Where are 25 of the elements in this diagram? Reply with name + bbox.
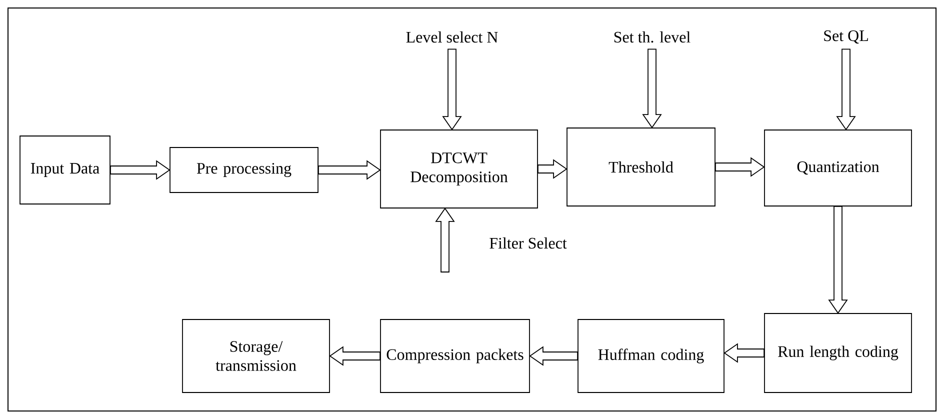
block-arrow bbox=[110, 160, 170, 180]
input-label: Level select N bbox=[406, 31, 498, 43]
input-label: Set QL bbox=[824, 30, 868, 44]
block-arrow bbox=[442, 48, 462, 130]
block-arrow bbox=[836, 48, 856, 130]
block-arrow bbox=[715, 157, 765, 177]
input-label: Set th. level bbox=[614, 31, 690, 43]
process-box: Huffman coding bbox=[578, 319, 724, 393]
process-box: Run length coding bbox=[764, 313, 912, 393]
edge-label: Filter Select bbox=[488, 236, 568, 250]
block-arrow bbox=[329, 346, 380, 366]
block-arrow bbox=[435, 208, 455, 272]
block-arrow bbox=[724, 343, 764, 363]
process-box: Quantization bbox=[764, 130, 912, 206]
process-box: Threshold bbox=[566, 128, 716, 206]
process-box: Storage/ transmission bbox=[182, 319, 330, 393]
process-box: Compression packets bbox=[380, 319, 530, 393]
block-arrow bbox=[642, 48, 662, 128]
process-box: Pre processing bbox=[170, 147, 318, 193]
process-box: DTCWT Decomposition bbox=[380, 130, 538, 208]
block-arrow bbox=[318, 160, 381, 180]
block-arrow bbox=[538, 159, 568, 179]
block-arrow bbox=[828, 206, 848, 314]
process-box: Input Data bbox=[20, 136, 110, 204]
block-arrow bbox=[529, 346, 578, 366]
